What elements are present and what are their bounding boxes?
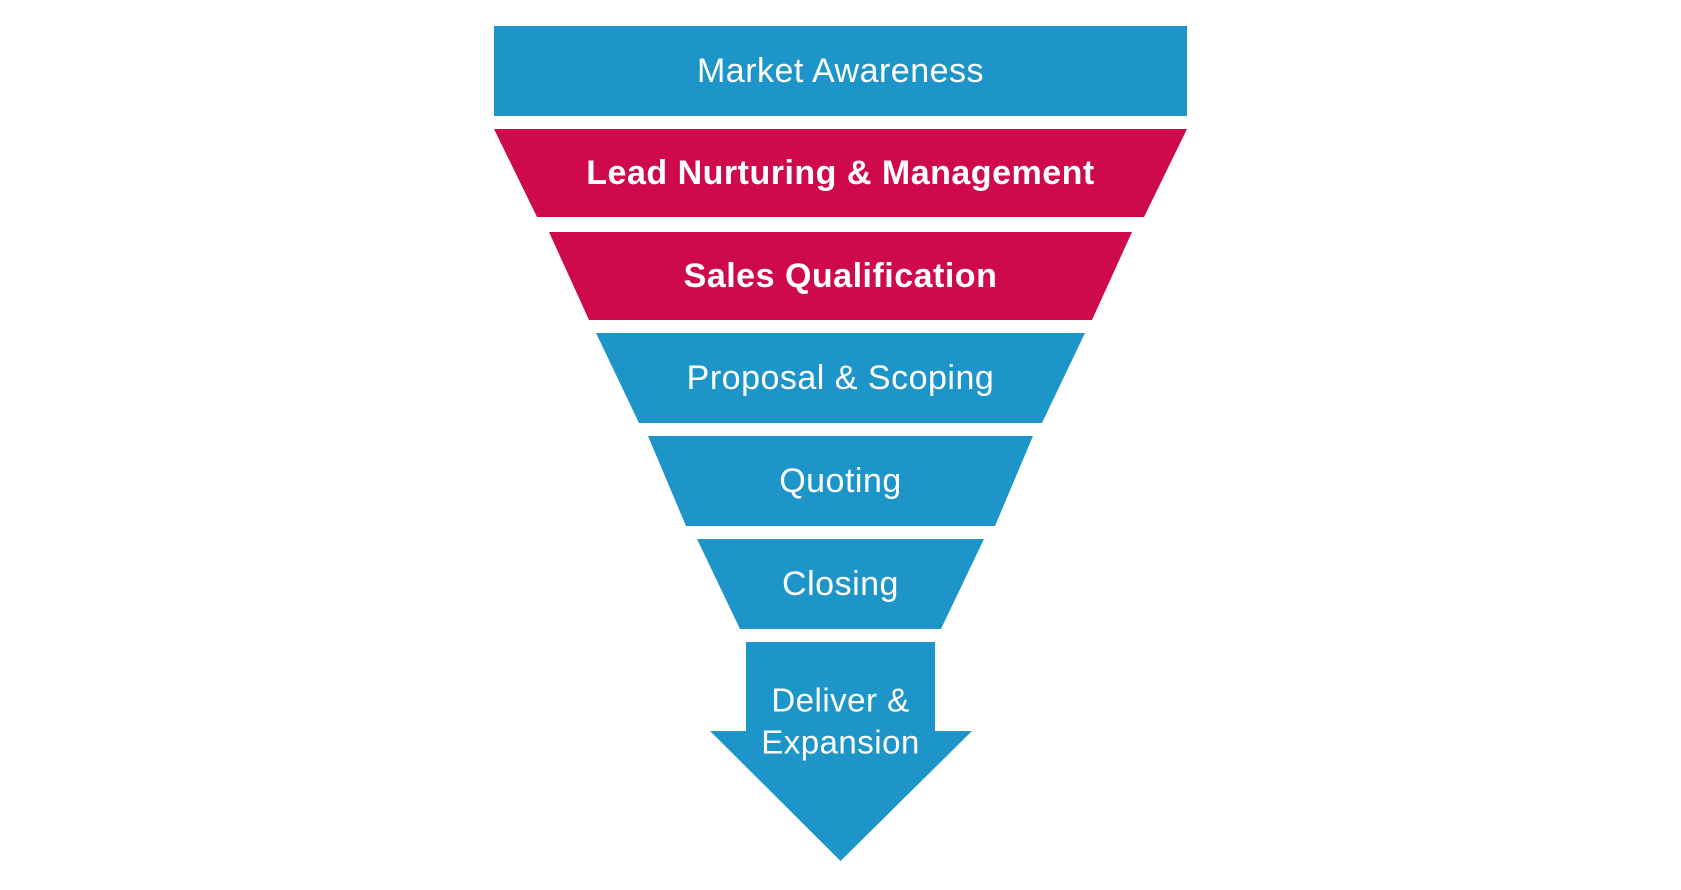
stage-label-lead-nurturing-management: Lead Nurturing & Management xyxy=(586,154,1094,192)
stage-shape-sales-qualification xyxy=(549,232,1132,320)
funnel-stage-market-awareness: Market Awareness xyxy=(494,26,1187,116)
stage-label-market-awareness: Market Awareness xyxy=(697,52,984,90)
stage-shape-deliver-expansion-arrow xyxy=(710,642,972,861)
stage-shape-quoting xyxy=(648,436,1033,526)
stage-shape-market-awareness xyxy=(494,26,1187,116)
stage-shape-lead-nurturing-management xyxy=(494,129,1187,217)
stage-label-proposal-scoping: Proposal & Scoping xyxy=(687,359,995,397)
stage-shape-proposal-scoping xyxy=(596,333,1085,423)
funnel-stage-sales-qualification: Sales Qualification xyxy=(549,232,1132,320)
stage-label-sales-qualification: Sales Qualification xyxy=(684,257,998,295)
stage-label-deliver-line1: Deliver & xyxy=(771,682,909,719)
stage-label-closing: Closing xyxy=(782,565,899,603)
funnel-stage-closing: Closing xyxy=(697,539,984,629)
funnel-stage-lead-nurturing-management: Lead Nurturing & Management xyxy=(494,129,1187,217)
funnel-stage-quoting: Quoting xyxy=(648,436,1033,526)
stage-label-deliver-line2: Expansion xyxy=(761,724,920,761)
funnel-stage-proposal-scoping: Proposal & Scoping xyxy=(596,333,1085,423)
stage-shape-closing xyxy=(697,539,984,629)
funnel-stage-deliver-expansion: Deliver & Expansion xyxy=(710,642,972,861)
stage-label-quoting: Quoting xyxy=(779,462,902,500)
